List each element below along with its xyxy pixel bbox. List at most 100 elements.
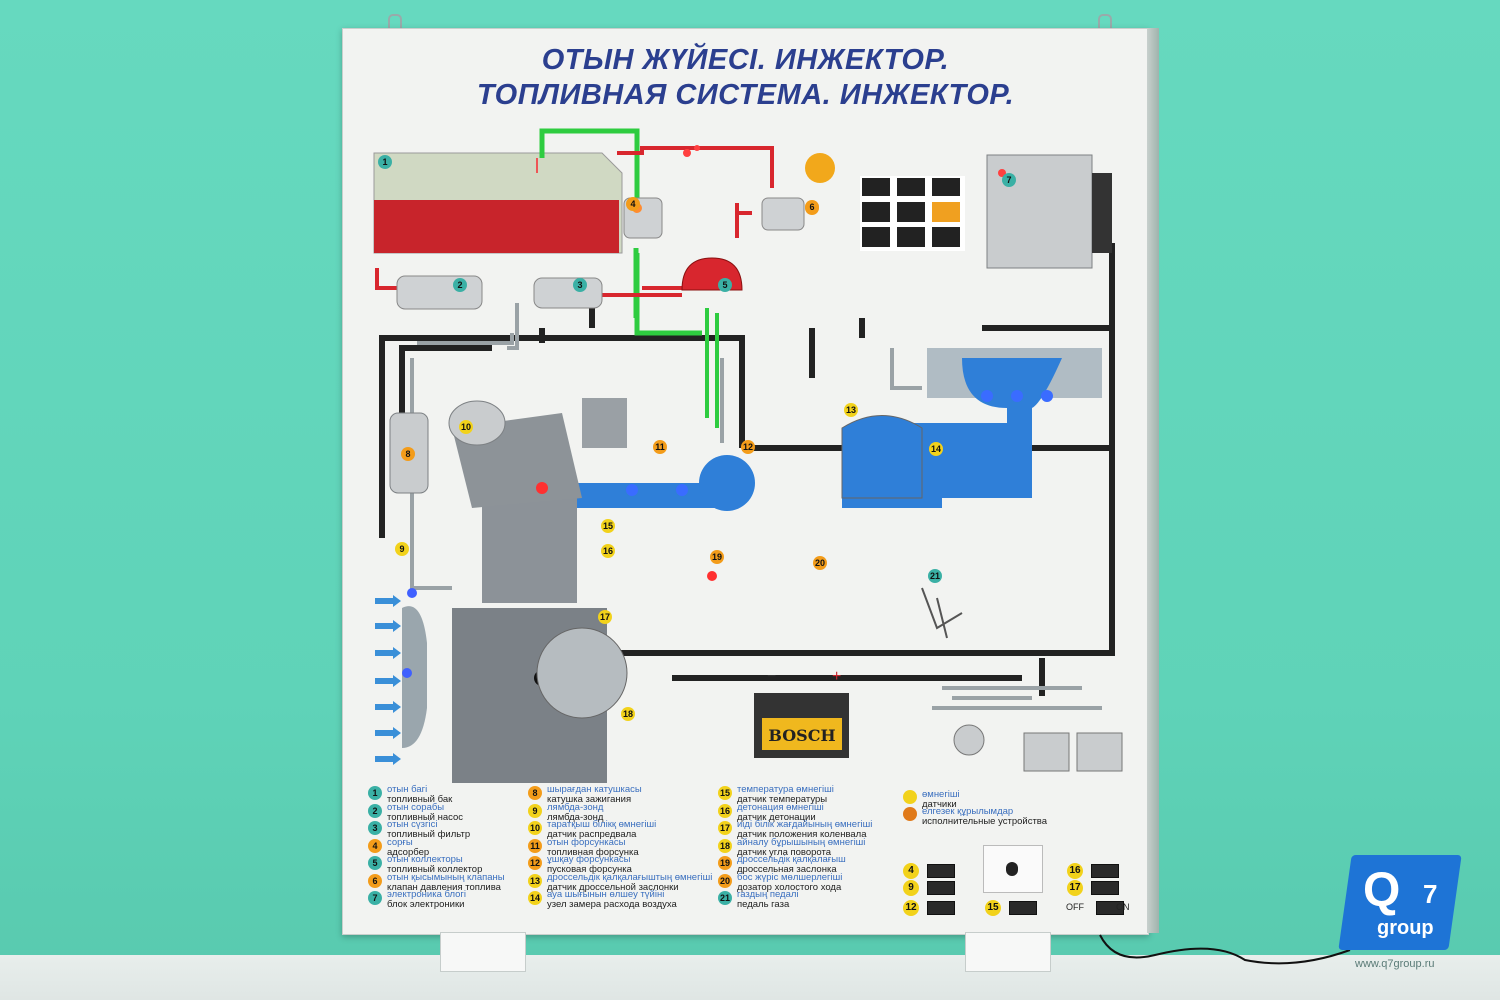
coil-pack-2 <box>1076 732 1123 772</box>
indicator-17-switch[interactable] <box>1091 881 1119 895</box>
legend-kz: температура өмнегіші <box>737 784 834 795</box>
table-top <box>0 955 1500 1000</box>
legend-ru: блок электроники <box>387 899 465 910</box>
indicator-16-switch[interactable] <box>1091 864 1119 878</box>
badge-18: 18 <box>621 707 635 721</box>
legend-ru: датчик угла поворота <box>737 846 832 858</box>
indicator-4-switch[interactable] <box>927 864 955 878</box>
indicator-12-switch[interactable] <box>927 901 955 915</box>
legend-num: 16 <box>718 803 732 818</box>
legend-kz: шырағдан катушкасы <box>547 784 642 795</box>
air-intake <box>572 348 1102 511</box>
badge-6: 6 <box>805 200 819 214</box>
legend-ru: адсорбер <box>387 846 430 858</box>
indicator-15[interactable]: 15 <box>985 900 1037 916</box>
legend-ru: дозатор холостого хода <box>737 881 842 893</box>
battery-brand: BOSCH <box>768 726 835 745</box>
wall-hook-left <box>388 14 402 32</box>
indicator-9-switch[interactable] <box>927 881 955 895</box>
key-sensor-dot <box>903 790 917 804</box>
fuel-tank <box>373 152 623 254</box>
legend-kz: бос жүріс мөлшерлегіші <box>737 871 843 883</box>
legend-ru: катушка зажигания <box>547 794 632 805</box>
badge-17: 17 <box>598 610 612 624</box>
indicator-15-num: 15 <box>985 900 1001 916</box>
key-switch-knob[interactable] <box>1006 862 1018 876</box>
fuel-filter <box>533 277 603 309</box>
legend-kz: ұшқау форсункасы <box>547 854 631 865</box>
badge-8: 8 <box>401 447 415 461</box>
legend-ru: узел замера расхода воздуха <box>547 899 677 910</box>
legend-kz: детонация өмнегіші <box>737 801 824 813</box>
badge-4: 4 <box>626 197 640 211</box>
badge-2: 2 <box>453 278 467 292</box>
legend-num: 21 <box>718 891 732 905</box>
legend-num: 14 <box>528 891 542 905</box>
legend-num: 9 <box>528 803 542 818</box>
indicator-12[interactable]: 12 <box>903 900 955 916</box>
badge-9: 9 <box>395 542 409 556</box>
watermark-site: www.q7group.ru <box>1355 958 1435 970</box>
stand-right <box>965 932 1051 972</box>
badge-1: 1 <box>378 155 392 169</box>
legend-num: 3 <box>368 821 382 835</box>
legend-ru: датчик распредвала <box>547 829 637 840</box>
badge-19: 19 <box>710 550 724 564</box>
badge-7: 7 <box>1002 173 1016 187</box>
legend-num: 11 <box>528 838 542 853</box>
key-switch-panel[interactable] <box>983 845 1043 893</box>
gas-pedal <box>921 587 963 639</box>
q7-logo: Q 7 group <box>1338 855 1462 955</box>
indicator-9-num: 9 <box>903 880 919 896</box>
ignition-switch <box>953 724 985 756</box>
legend-ru: педаль газа <box>737 899 790 910</box>
indicator-17[interactable]: 17 <box>1067 880 1119 896</box>
legend-ru: датчик температуры <box>737 794 828 805</box>
legend-kz: таратқыш білікқ өмнегіші <box>547 819 657 830</box>
warning-lamps <box>860 176 965 251</box>
legend-num: 6 <box>368 873 382 888</box>
legend-kz: отын сорабы <box>387 801 445 813</box>
legend-ru: топливная форсунка <box>547 846 639 858</box>
legend-kz: отын коллекторы <box>387 854 463 865</box>
legend-kz: иіді білік жағдайының өмнегіші <box>737 819 873 830</box>
indicator-4-num: 4 <box>903 863 919 879</box>
indicator-9[interactable]: 9 <box>903 880 955 896</box>
key-actuator-kz: елгезек құрылымдар <box>922 806 1014 817</box>
legend-ru: датчик детонации <box>737 811 816 823</box>
coil-pack-1 <box>1023 732 1070 772</box>
indicator-4[interactable]: 4 <box>903 863 955 879</box>
key-actuator-ru: исполнительные устройства <box>922 816 1048 827</box>
off-label: OFF <box>1066 902 1084 912</box>
legend-num: 18 <box>718 838 732 853</box>
badge-5: 5 <box>718 278 732 292</box>
legend-num: 5 <box>368 856 382 870</box>
pressure-icon <box>805 153 835 183</box>
legend-ru: датчик дроссельной заслонки <box>547 881 679 893</box>
badge-16: 16 <box>601 544 615 558</box>
legend-kz: отын сүзгісі <box>387 819 438 830</box>
legend-kz: сорғы <box>387 836 413 848</box>
legend-num: 17 <box>718 821 732 835</box>
legend-kz: дроссельдік қалқалағыштың өмнегіші <box>547 871 713 883</box>
legend-ru: топливный бак <box>387 794 453 805</box>
legend-kz: айналу бұрышының өмнегіші <box>737 836 866 848</box>
legend-kz: дроссельдік қалқалағыш <box>737 854 846 865</box>
battery-plus: + <box>832 668 841 685</box>
legend-num: 10 <box>528 821 542 835</box>
legend-num: 12 <box>528 856 542 870</box>
master-switch[interactable] <box>1096 901 1124 915</box>
key-sensor-kz: өмнегіші <box>922 789 960 800</box>
indicator-16[interactable]: 16 <box>1067 863 1119 879</box>
air-arrows-left <box>375 595 401 765</box>
supply-line <box>705 308 719 428</box>
return-line <box>539 128 702 336</box>
fuel-pump <box>396 275 483 310</box>
indicator-15-switch[interactable] <box>1009 901 1037 915</box>
on-label: ON <box>1116 902 1130 912</box>
legend-kz: отын багі <box>387 784 428 795</box>
title-kz: ОТЫН ЖҮЙЕСІ. ИНЖЕКТОР. <box>541 44 950 76</box>
legend-num: 2 <box>368 803 382 818</box>
legend-num: 13 <box>528 873 542 888</box>
badge-14: 14 <box>929 442 943 456</box>
